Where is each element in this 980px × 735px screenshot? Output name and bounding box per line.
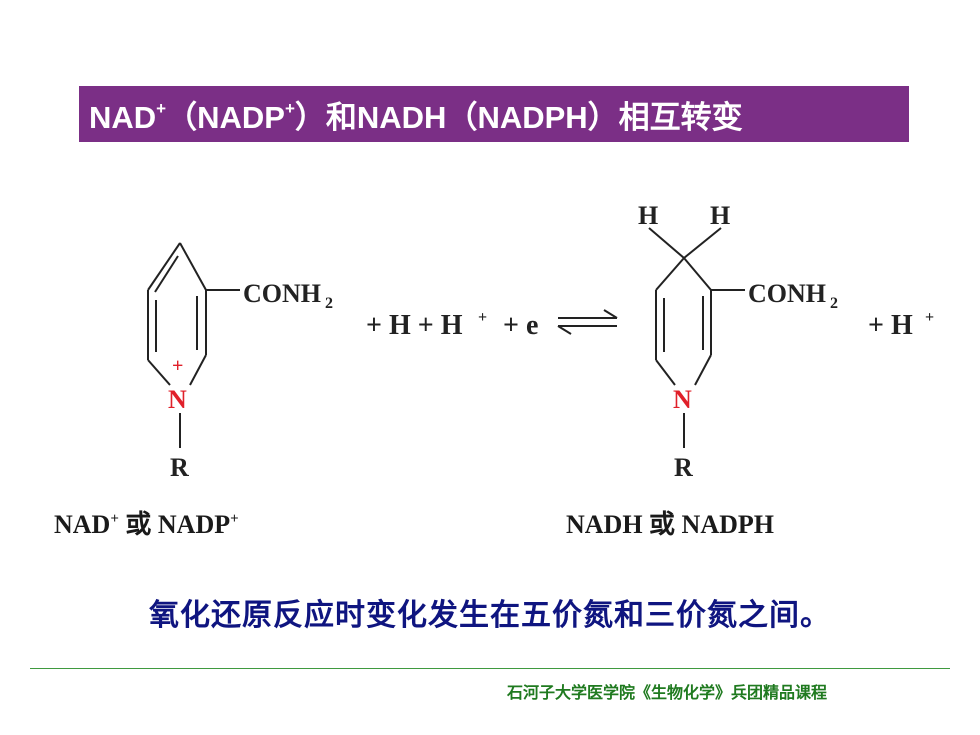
redox-statement: 氧化还原反应时变化发生在五价氮和三价氮之间。 xyxy=(149,598,831,633)
left-r-group: R xyxy=(170,453,189,482)
nad-caption: NAD+ 或 NADP+ xyxy=(54,504,239,541)
product-proton-charge: + xyxy=(925,309,934,326)
title-plus-1: + xyxy=(156,98,167,118)
left-nitrogen: N xyxy=(168,385,187,414)
title-rest: ）和NADH（NADPH）相互转变 xyxy=(294,99,743,135)
caption-plus-2: + xyxy=(230,511,239,527)
reaction-diagram: CONH 2 + N R + H + H + + e H H CONH 2 N … xyxy=(147,201,934,482)
title-nad: NAD xyxy=(89,99,157,135)
product-proton: + H xyxy=(868,310,913,341)
left-conh-subscript: 2 xyxy=(325,295,333,312)
electron-term: + e xyxy=(503,310,538,341)
title-banner: NAD+（NADP+）和NADH（NADPH）相互转变 xyxy=(79,86,909,142)
equilibrium-arrow-icon xyxy=(557,309,618,335)
right-h-right: H xyxy=(710,201,730,230)
left-conh-label: CONH xyxy=(243,279,321,308)
right-r-group: R xyxy=(674,453,693,482)
title-nadp: （NADP xyxy=(166,99,285,135)
nad-ring xyxy=(147,242,240,448)
right-nitrogen: N xyxy=(673,385,692,414)
left-positive-charge: + xyxy=(172,355,183,377)
proton-charge: + xyxy=(478,309,487,326)
nadh-ring xyxy=(648,227,745,448)
title-plus-2: + xyxy=(284,98,295,118)
slide-title: NAD+（NADP+）和NADH（NADPH）相互转变 xyxy=(89,92,743,137)
caption-nad: NAD xyxy=(54,510,111,539)
reactant-terms: + H + H xyxy=(366,310,463,341)
footer-divider xyxy=(30,668,950,669)
course-footer: 石河子大学医学院《生物化学》兵团精品课程 xyxy=(507,683,828,702)
right-conh-subscript: 2 xyxy=(830,295,838,312)
right-conh-label: CONH xyxy=(748,279,826,308)
caption-plus-1: + xyxy=(110,511,119,527)
caption-nadp: 或 NADP xyxy=(118,510,231,539)
right-h-left: H xyxy=(638,201,658,230)
nadh-caption: NADH 或 NADPH xyxy=(566,510,774,539)
